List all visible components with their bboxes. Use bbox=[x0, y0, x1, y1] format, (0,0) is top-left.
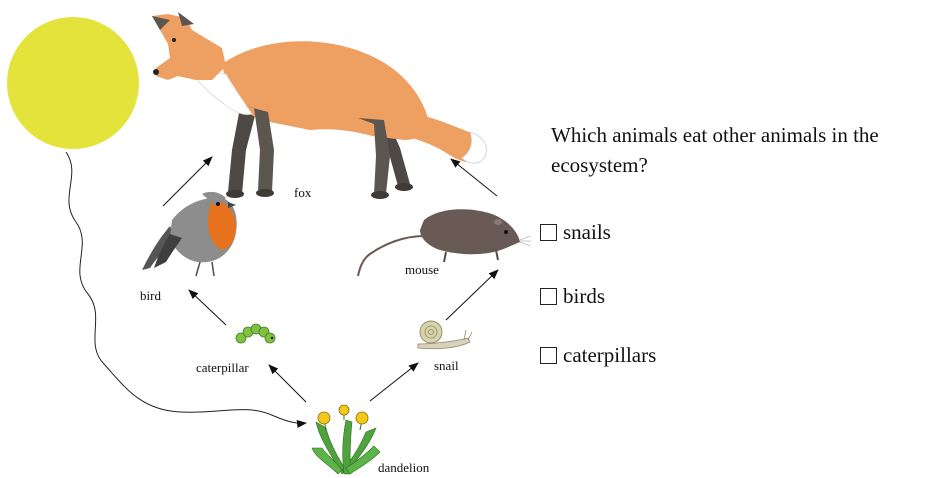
fox-icon bbox=[152, 12, 486, 199]
bird-icon bbox=[142, 192, 237, 276]
checkbox[interactable] bbox=[540, 288, 557, 305]
checkbox[interactable] bbox=[540, 224, 557, 241]
sun-icon bbox=[7, 17, 139, 149]
snail-label: snail bbox=[434, 358, 459, 373]
dandelion-label: dandelion bbox=[378, 460, 430, 475]
arrow-mouse-to-fox bbox=[451, 159, 497, 196]
arrow-dandelion-to-caterpillar bbox=[269, 365, 306, 402]
checkbox[interactable] bbox=[540, 347, 557, 364]
arrow-bird-to-fox bbox=[163, 157, 212, 206]
option-label: snails bbox=[563, 220, 611, 245]
option-snails[interactable]: snails bbox=[540, 220, 611, 244]
snail-icon bbox=[418, 321, 472, 349]
caterpillar-label: caterpillar bbox=[196, 360, 249, 375]
option-label: birds bbox=[563, 284, 605, 309]
caterpillar-icon bbox=[236, 324, 275, 343]
bird-label: bird bbox=[140, 288, 161, 303]
arrow-dandelion-to-snail bbox=[370, 363, 418, 401]
mouse-icon bbox=[358, 209, 531, 276]
option-birds[interactable]: birds bbox=[540, 284, 605, 308]
fox-label: fox bbox=[294, 185, 312, 200]
dandelion-icon bbox=[312, 405, 380, 474]
arrow-caterpillar-to-bird bbox=[189, 290, 226, 325]
option-label: caterpillars bbox=[563, 343, 656, 368]
option-caterpillars[interactable]: caterpillars bbox=[540, 343, 656, 367]
arrow-snail-to-mouse bbox=[446, 270, 498, 320]
mouse-label: mouse bbox=[405, 262, 439, 277]
question-text: Which animals eat other animals in the e… bbox=[551, 120, 926, 180]
